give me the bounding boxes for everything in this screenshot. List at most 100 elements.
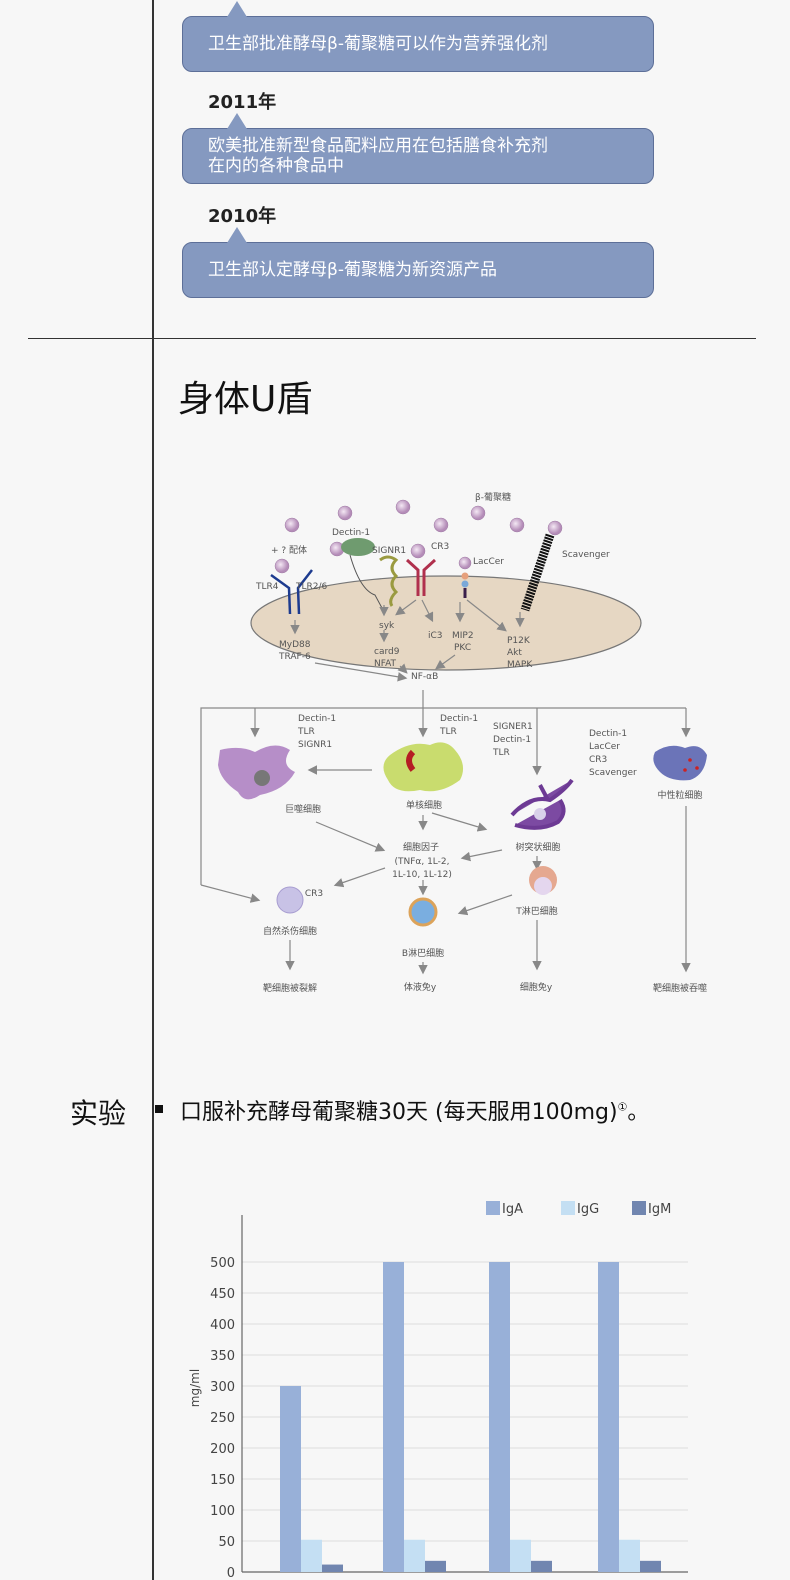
label-beta-glucan: β-葡聚糖 bbox=[475, 491, 511, 503]
y-tick-label: 50 bbox=[218, 1535, 235, 1550]
y-tick-label: 100 bbox=[210, 1504, 235, 1519]
bar-igg bbox=[404, 1539, 425, 1572]
label-cytokine-list: (TNFα, 1L-2, bbox=[395, 857, 450, 867]
y-tick-label: 300 bbox=[210, 1380, 235, 1395]
label-t-cell: T淋巴细胞 bbox=[515, 905, 558, 917]
receptor-label: Scavenger bbox=[589, 768, 637, 778]
receptor-label: SIGNR1 bbox=[298, 740, 332, 750]
beta-glucan-beads bbox=[274, 499, 563, 574]
receptor-label: TLR bbox=[492, 748, 510, 758]
dectin1-receptor-icon bbox=[341, 538, 375, 556]
bar-iga bbox=[280, 1386, 301, 1572]
bar-iga bbox=[598, 1262, 619, 1572]
label-cr3: CR3 bbox=[431, 542, 449, 552]
bullet-icon bbox=[155, 1105, 163, 1113]
receptor-label: SIGNER1 bbox=[493, 722, 533, 732]
y-tick-label: 400 bbox=[210, 1318, 235, 1333]
legend-label: IgM bbox=[648, 1202, 671, 1217]
nk-cell-icon bbox=[276, 886, 304, 914]
experiment-text: 口服补充酵母葡聚糖30天 (每天服用100mg)①。 bbox=[180, 1100, 650, 1125]
label-p12k: P12K bbox=[507, 636, 531, 646]
label-signr1: SIGNR1 bbox=[372, 546, 406, 556]
section-title: 身体U盾 bbox=[178, 379, 313, 420]
experiment-label: 实验 bbox=[70, 1097, 127, 1130]
receptor-label: Dectin-1 bbox=[298, 714, 336, 724]
signr1-receptor-icon bbox=[379, 555, 399, 607]
timeline-text: 卫生部认定酵母β-葡聚糖为新资源产品 bbox=[208, 260, 497, 280]
bar-igm bbox=[322, 1564, 343, 1572]
y-tick-label: 150 bbox=[210, 1473, 235, 1488]
dendritic-cell-icon bbox=[510, 778, 574, 830]
bar-igg bbox=[301, 1539, 322, 1572]
footnote-marker: ① bbox=[617, 1100, 628, 1114]
timeline-text: 欧美批准新型食品配料应用在包括膳食补充剂在内的各种食品中 bbox=[208, 136, 548, 176]
legend-label: IgG bbox=[577, 1202, 599, 1217]
label-card9: card9 bbox=[374, 647, 400, 657]
y-tick-label: 500 bbox=[210, 1256, 235, 1271]
timeline-bubble: 卫生部认定酵母β-葡聚糖为新资源产品 bbox=[182, 227, 654, 298]
receptor-label: Dectin-1 bbox=[440, 714, 478, 724]
label-mip2: MIP2 bbox=[452, 631, 474, 641]
label-lysis: 靶细胞被裂解 bbox=[263, 982, 317, 994]
label-phagocytosis: 靶细胞被吞噬 bbox=[653, 982, 707, 994]
timeline-bubble: 卫生部批准酵母β-葡聚糖可以作为营养强化剂 bbox=[182, 1, 654, 72]
label-pkc: PKC bbox=[454, 643, 471, 653]
y-tick-label: 200 bbox=[210, 1442, 235, 1457]
timeline-year: 2011年 bbox=[208, 92, 277, 113]
bar-igm bbox=[640, 1560, 661, 1572]
receptor-label: CR3 bbox=[589, 755, 607, 765]
immune-pathway-diagram: β-葡聚糖 Dectin-1 + ? 配体 SIGNR1 CR3 LacCer … bbox=[200, 491, 707, 994]
cell-membrane bbox=[250, 575, 642, 671]
y-tick-label: 350 bbox=[210, 1349, 235, 1364]
label-nfat: NFAT bbox=[374, 659, 397, 669]
label-tlr4: TLR4 bbox=[255, 582, 279, 592]
label-nfab: NF-αB bbox=[411, 672, 438, 682]
label-humoral: 体液免y bbox=[404, 981, 437, 993]
label-dectin1: Dectin-1 bbox=[332, 528, 370, 538]
timeline-text: 卫生部批准酵母β-葡聚糖可以作为营养强化剂 bbox=[208, 34, 548, 54]
label-tlr26: TLR2/6 bbox=[295, 582, 328, 592]
label-traf6: TRAF-6 bbox=[278, 652, 311, 662]
bar-igm bbox=[425, 1560, 446, 1572]
receptor-label: TLR bbox=[297, 727, 315, 737]
receptor-label: Dectin-1 bbox=[493, 735, 531, 745]
label-akt: Akt bbox=[507, 648, 522, 658]
label-ic3: iC3 bbox=[428, 631, 443, 641]
timeline-year: 2010年 bbox=[208, 206, 277, 227]
legend-swatch-igm bbox=[632, 1201, 646, 1215]
receptor-label: LacCer bbox=[589, 742, 620, 752]
label-laccer: LacCer bbox=[473, 557, 504, 567]
legend-swatch-igg bbox=[561, 1201, 575, 1215]
label-dendritic: 树突状细胞 bbox=[515, 841, 560, 853]
y-tick-label: 450 bbox=[210, 1287, 235, 1302]
bar-iga bbox=[489, 1262, 510, 1572]
receptor-label: TLR bbox=[439, 727, 457, 737]
bar-igg bbox=[619, 1539, 640, 1572]
cr3-receptor-icon bbox=[405, 558, 437, 596]
label-ligand: + ? 配体 bbox=[271, 544, 307, 556]
timeline-bubble: 欧美批准新型食品配料应用在包括膳食补充剂在内的各种食品中 bbox=[182, 113, 654, 184]
b-cell-icon bbox=[408, 897, 438, 927]
bar-iga bbox=[383, 1262, 404, 1572]
label-monocyte: 单核细胞 bbox=[406, 799, 442, 811]
label-b-cell: B淋巴细胞 bbox=[402, 947, 444, 959]
legend-label: IgA bbox=[502, 1202, 523, 1217]
label-macrophage: 巨噬细胞 bbox=[285, 803, 321, 815]
vertical-divider bbox=[152, 0, 154, 1580]
label-cytokine-list: 1L-10, 1L-12) bbox=[392, 870, 452, 880]
y-axis-label: mg/ml bbox=[188, 1369, 202, 1407]
label-nk-cell: 自然杀伤细胞 bbox=[263, 925, 317, 937]
tlr-receptor-icon bbox=[270, 569, 313, 615]
label-cellular: 细胞免y bbox=[520, 981, 553, 993]
label-myd88: MyD88 bbox=[279, 640, 311, 650]
monocyte-icon bbox=[383, 742, 464, 792]
scavenger-receptor-icon bbox=[520, 533, 555, 612]
bar-igm bbox=[531, 1560, 552, 1572]
label-scavenger: Scavenger bbox=[562, 550, 610, 560]
label-mapk: MAPK bbox=[507, 660, 533, 670]
label-cr3-nk: CR3 bbox=[305, 889, 323, 899]
label-cytokine: 细胞因子 bbox=[403, 841, 439, 853]
legend-swatch-iga bbox=[486, 1201, 500, 1215]
label-neutrophil: 中性粒细胞 bbox=[657, 789, 702, 801]
